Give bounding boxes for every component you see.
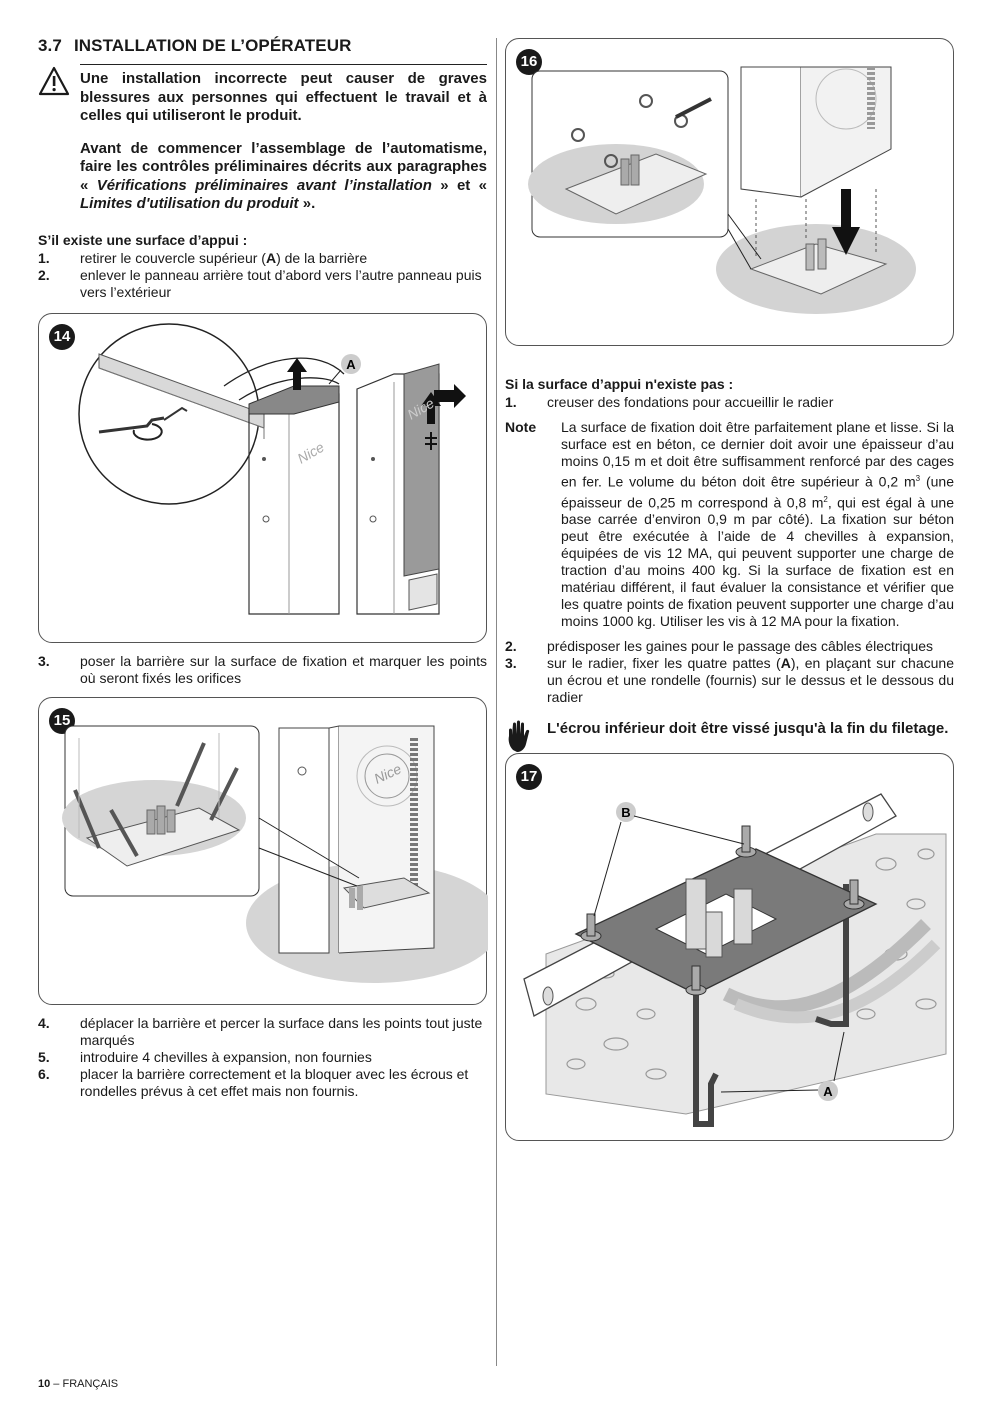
column-divider: [496, 38, 497, 1366]
figure-16-illustration: [528, 66, 916, 314]
right-column: 16 Si la: [505, 38, 954, 1141]
figure-number-badge: 14: [49, 323, 75, 350]
section-number: 3.7: [38, 36, 62, 55]
stop-note-text: L'écrou inférieur doit être vissé jusqu'…: [547, 720, 949, 738]
left-subhead: S’il existe une surface d’appui :: [38, 231, 248, 248]
right-step-2: 2.prédisposer les gaines pour le passage…: [505, 638, 934, 655]
figure-16: 16: [505, 38, 954, 346]
label-a: A: [346, 357, 356, 372]
figure-14-illustration: A Nice Nice: [78, 322, 466, 615]
steps-4-6: 4.déplacer la barrière et percer la surf…: [38, 1015, 487, 1100]
figure-14: 14 A: [38, 312, 487, 643]
figure-number-badge: 17: [516, 763, 542, 790]
left-column: 3.7 INSTALLATION DE L’OPÉRATEUR Une insta…: [38, 30, 488, 1100]
section-title-text: INSTALLATION DE L’OPÉRATEUR: [73, 36, 352, 55]
label-b: B: [621, 805, 630, 820]
warning-rule: [80, 64, 487, 65]
step-2: 2. enlever le panneau arrière tout d’abo…: [38, 266, 482, 300]
stop-note: L'écrou inférieur doit être vissé jusqu'…: [505, 720, 954, 753]
figure-15-illustration: Nice: [62, 724, 488, 983]
right-subhead: Si la surface d’appui n'existe pas :: [505, 376, 734, 392]
step-5: 5.introduire 4 chevilles à expansion, no…: [38, 1048, 372, 1065]
step-3: 3. poser la barrière sur la surface de f…: [38, 652, 487, 686]
figure-15: 15 Nice: [38, 696, 488, 1005]
step-4: 4.déplacer la barrière et percer la surf…: [38, 1014, 483, 1048]
step-1: 1. retirer le couvercle supérieur (A) de…: [38, 249, 368, 266]
brand-logo: Nice: [295, 438, 327, 466]
right-step-3: 3.sur le radier, fixer les quatre pattes…: [505, 655, 954, 706]
warning-block: Une installation incorrecte peut causer …: [38, 64, 487, 214]
warning-text-1: Une installation incorrecte peut causer …: [80, 70, 487, 124]
figure-17-illustration: B A: [523, 792, 947, 1127]
figure-number-badge: 16: [516, 49, 542, 75]
figure-number-badge: 15: [49, 707, 75, 734]
section-title: 3.7 INSTALLATION DE L’OPÉRATEUR: [38, 36, 487, 56]
note-block: Note La surface de fixation doit être pa…: [505, 419, 954, 630]
warning-text-2: Avant de commencer l’assemblage de l’aut…: [80, 139, 487, 213]
label-a: A: [823, 1084, 833, 1099]
warning-triangle-icon: [38, 66, 70, 96]
right-step-1: 1.creuser des fondations pour accueillir…: [505, 394, 834, 410]
stop-hand-icon: [508, 720, 530, 753]
step-6: 6.placer la barrière correctement et la …: [38, 1065, 469, 1099]
page-footer: 10 – FRANÇAIS: [38, 1378, 119, 1390]
figure-17: 17: [505, 752, 954, 1141]
